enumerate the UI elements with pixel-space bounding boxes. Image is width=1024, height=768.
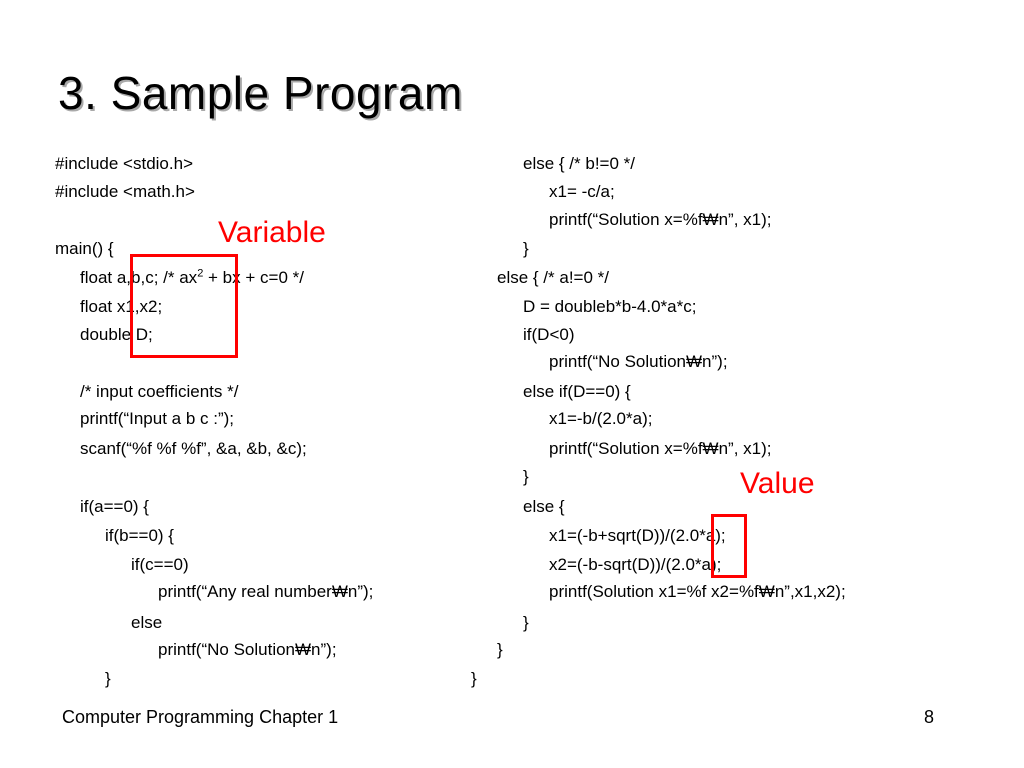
code-line: if(a==0) { [80,497,149,516]
value-highlight-box [711,514,747,578]
code-line: } [523,239,529,258]
footer-text: Computer Programming Chapter 1 [62,707,339,727]
code-line: } [523,613,529,632]
code-line: } [523,467,529,486]
variable-highlight-box [130,254,238,358]
code-line: D = doubleb*b-4.0*a*c; [523,297,697,316]
code-line: printf(“Input a b c :”); [80,409,234,428]
code-line: printf(“Solution x=%f₩n”, x1); [549,210,772,229]
code-line: /* input coefficients */ [80,382,239,401]
code-line: x1=(-b+sqrt(D))/(2.0*a); [549,526,726,545]
code-line: x1= -c/a; [549,182,615,201]
code-segment: float a,b,c; /* ax [80,268,198,287]
code-line: float x1,x2; [80,297,163,316]
code-line: else if(D==0) { [523,382,631,401]
code-line: else { [523,497,565,516]
code-line: printf(“Solution x=%f₩n”, x1); [549,439,772,458]
code-line: printf(“No Solution₩n”); [549,352,728,371]
code-line: if(D<0) [523,325,575,344]
code-line: } [471,669,477,688]
code-line: x1=-b/(2.0*a); [549,409,653,428]
code-segment: + bx + c=0 */ [203,268,304,287]
page-number: 8 [924,707,935,727]
code-line: if(c==0) [131,555,189,574]
code-line: printf(“No Solution₩n”); [158,640,337,659]
code-line: printf(Solution x1=%f x2=%f₩n”,x1,x2); [549,582,846,601]
code-line: #include <math.h> [55,182,195,201]
code-line: else { /* a!=0 */ [497,268,609,287]
slide-title: 3. Sample Program [58,67,463,119]
code-line: scanf(“%f %f %f”, &a, &b, &c); [80,439,307,458]
code-line: main() { [55,239,114,258]
superscript-exponent: 2 [197,267,204,280]
variable-callout-label: Variable [218,216,326,249]
code-line: else [131,613,163,632]
code-line: float a,b,c; /* ax2 + bx + c=0 */ [80,268,304,288]
code-line: #include <stdio.h> [55,154,193,173]
code-line: printf(“Any real number₩n”); [158,582,374,601]
code-line: double D; [80,325,153,344]
code-line: else { /* b!=0 */ [523,154,635,173]
code-line: if(b==0) { [105,526,174,545]
value-callout-label: Value [740,467,815,500]
code-line: } [497,640,503,659]
code-line: } [105,669,111,688]
code-line: x2=(-b-sqrt(D))/(2.0*a); [549,555,722,574]
